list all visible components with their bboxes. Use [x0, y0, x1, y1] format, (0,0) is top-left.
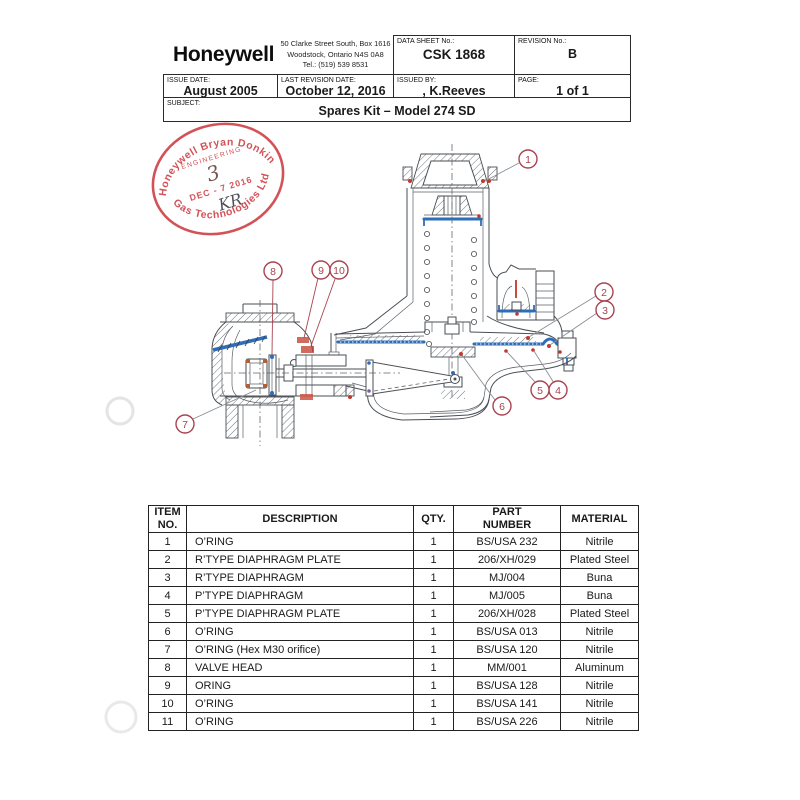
page-value: 1 of 1: [556, 84, 589, 98]
callout-3: 3: [602, 305, 608, 317]
data-sheet-cell: DATA SHEET No.: CSK 1868: [394, 35, 515, 75]
callout-8: 8: [270, 266, 276, 278]
hole-punch-mark: [105, 396, 135, 426]
approval-stamp: Honeywell Bryan Donkin Gas Technologies …: [146, 121, 285, 236]
valve-body: [211, 300, 400, 446]
header-table: Honeywell 50 Clarke Street South, Box 16…: [163, 35, 631, 122]
callout-4: 4: [555, 385, 561, 397]
address-line: 50 Clarke Street South, Box 1616: [280, 39, 391, 48]
issued-by-label: ISSUED BY:: [397, 77, 436, 84]
callout-1: 1: [525, 154, 531, 166]
page-cell: PAGE: 1 of 1: [515, 75, 631, 98]
callout-6: 6: [499, 401, 505, 413]
revision-label: REVISION No.:: [518, 38, 567, 45]
address-cell: 50 Clarke Street South, Box 1616 Woodsto…: [278, 35, 394, 75]
data-sheet-number: CSK 1868: [422, 47, 486, 62]
data-sheet-label: DATA SHEET No.:: [397, 38, 455, 45]
honeywell-logo: Honeywell: [173, 42, 275, 66]
issued-by-value: , K.Reeves: [422, 84, 486, 98]
address-line: Woodstock, Ontario N4S 0A8: [287, 49, 384, 59]
col-header-material: MATERIAL: [560, 505, 639, 533]
pilot-assembly: [496, 264, 563, 335]
spring-coils: [423, 230, 478, 348]
stamp-handwritten-number: 3: [203, 160, 222, 187]
callout-10: 10: [333, 265, 345, 277]
revision-value: B: [567, 47, 578, 61]
hole-punch-mark: [104, 700, 138, 734]
last-revision-value: October 12, 2016: [285, 84, 386, 98]
logo-cell: Honeywell: [163, 35, 278, 75]
page-label: PAGE:: [518, 77, 539, 84]
last-revision-label: LAST REVISION DATE:: [281, 77, 356, 84]
subject-cell: SUBJECT: Spares Kit – Model 274 SD: [163, 98, 631, 122]
revision-cell: REVISION No.: B: [515, 35, 631, 75]
callout-9: 9: [318, 265, 324, 277]
subject-title: Spares Kit – Model 274 SD: [318, 104, 476, 118]
callout-balloons: 1 2 3 4 5 6 7 8 9 10: [175, 149, 615, 434]
issue-date-label: ISSUE DATE:: [167, 77, 211, 84]
address-line: Tel.: (519) 539 8531: [302, 60, 369, 70]
issued-by-cell: ISSUED BY: , K.Reeves: [394, 75, 515, 98]
subject-label: SUBJECT:: [167, 100, 201, 107]
callout-7: 7: [182, 419, 188, 431]
issue-date-cell: ISSUE DATE: August 2005: [163, 75, 278, 98]
last-revision-cell: LAST REVISION DATE: October 12, 2016: [278, 75, 394, 98]
callout-leaders: [192, 162, 598, 420]
callout-5: 5: [537, 385, 543, 397]
col-header-description: DESCRIPTION: [186, 505, 414, 533]
callout-2: 2: [601, 287, 607, 299]
issue-date-value: August 2005: [183, 84, 258, 98]
diaphragm-case: [328, 316, 577, 421]
col-header-qty: QTY.: [413, 505, 454, 533]
